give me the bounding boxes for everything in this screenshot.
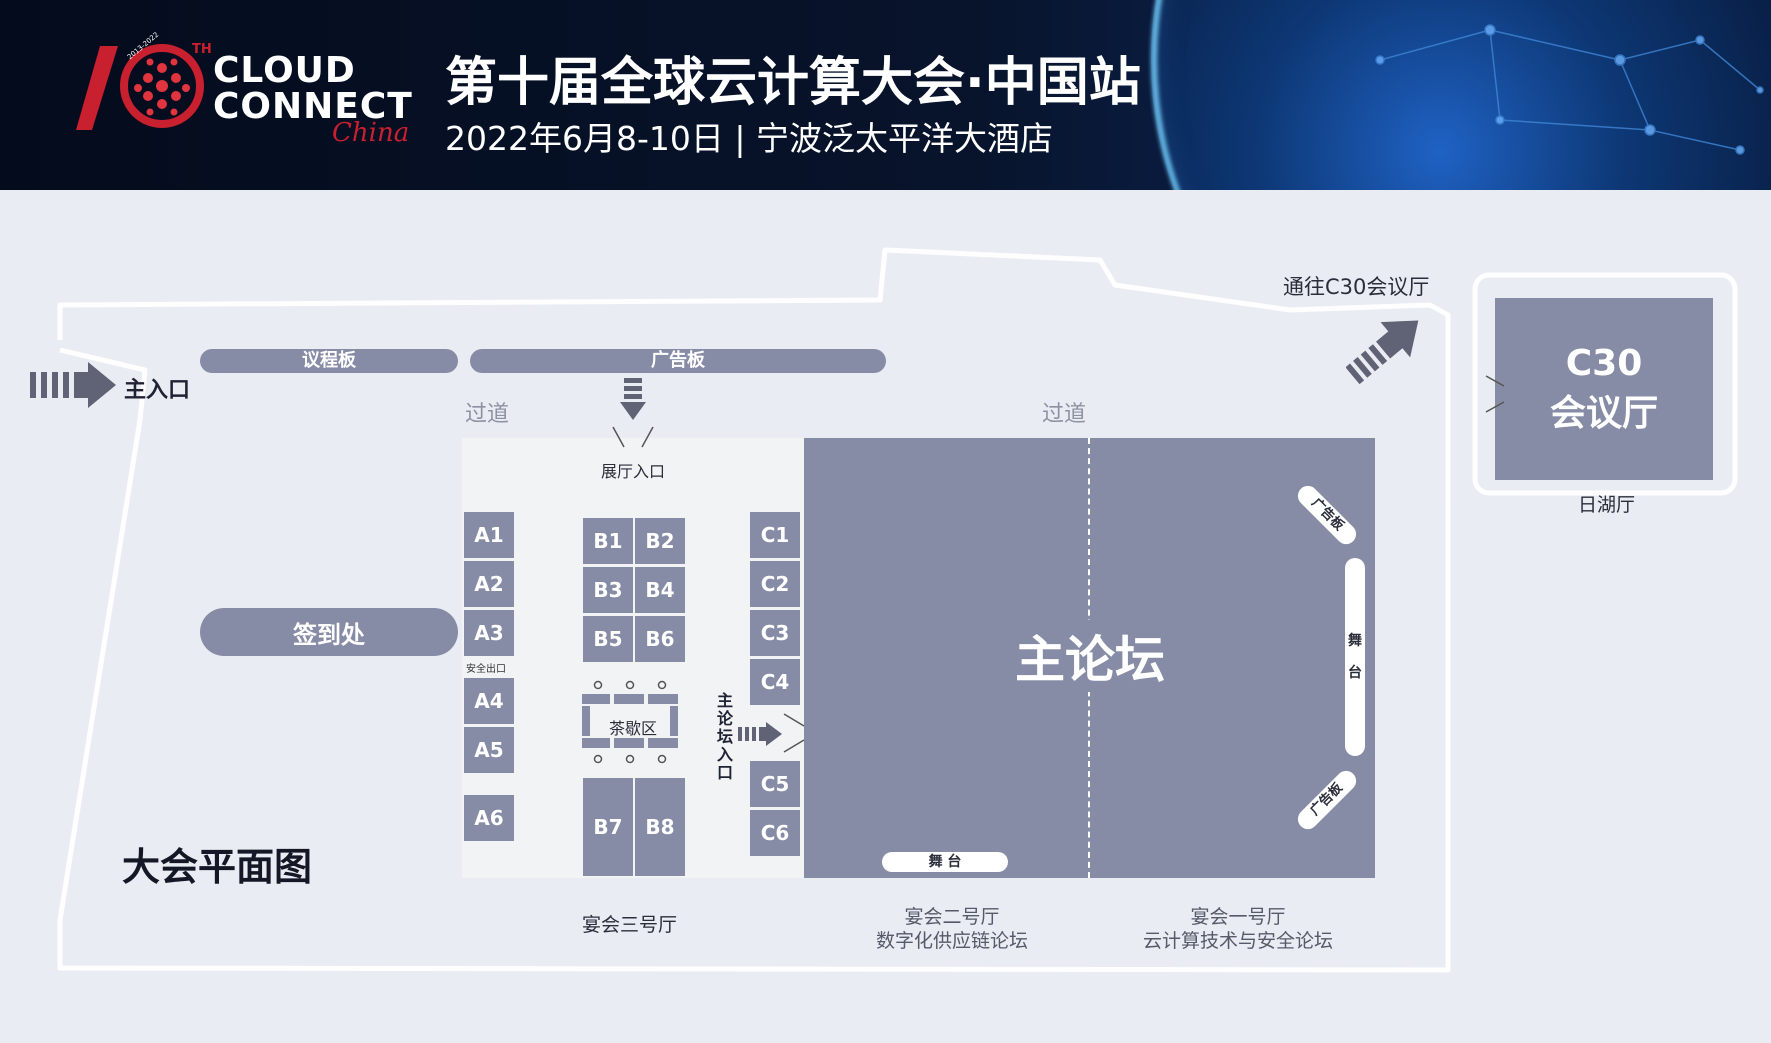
rihu-hall-label: 日湖厅 xyxy=(1578,494,1636,516)
tenth-logo-icon xyxy=(76,44,204,130)
stage-right: 舞台 xyxy=(1345,558,1365,756)
booth-a6: A6 xyxy=(464,795,514,841)
aisle-label-left: 过道 xyxy=(465,402,510,427)
header-banner: 2013-2022 TH CLOUD CONNECT China 第十届全球云计… xyxy=(0,0,1771,190)
hall-3-label: 宴会三号厅 xyxy=(582,914,678,936)
booth-b7: B7 xyxy=(583,778,633,876)
c30-label: C30 xyxy=(1565,342,1643,384)
venue-outline xyxy=(57,247,1738,973)
booth-c3: C3 xyxy=(750,610,800,656)
tea-area-label: 茶歇区 xyxy=(609,719,658,738)
c30-door-icon xyxy=(1485,375,1505,413)
hall-1-label: 宴会一号厅 xyxy=(1190,906,1286,928)
booth-b8: B8 xyxy=(635,778,685,876)
conference-title: 第十届全球云计算大会·中国站 xyxy=(445,53,1141,113)
agenda-board: 议程板 xyxy=(200,349,458,373)
hall-entrance-label: 展厅入口 xyxy=(601,462,666,481)
logo-cloud-text: CLOUD xyxy=(213,50,356,91)
stage-bottom: 舞 台 xyxy=(882,852,1008,872)
hall-entrance-arrow-icon xyxy=(620,378,646,420)
booth-c5: C5 xyxy=(750,761,800,807)
to-c30-label: 通往C30会议厅 xyxy=(1283,275,1430,299)
booth-b3: B3 xyxy=(583,567,633,613)
aisle-label-right: 过道 xyxy=(1042,402,1087,427)
logo-china-text: China xyxy=(332,118,410,148)
forum-entrance-label: 主论坛入口 xyxy=(716,691,733,782)
booth-b5: B5 xyxy=(583,616,633,662)
map-title: 大会平面图 xyxy=(122,845,313,889)
booth-c1: C1 xyxy=(750,512,800,558)
hall-door-icon xyxy=(612,426,654,448)
main-forum-label: 主论坛 xyxy=(1010,620,1170,692)
booth-a4: A4 xyxy=(464,678,514,724)
booth-a5: A5 xyxy=(464,727,514,773)
hall-3-area xyxy=(462,438,804,878)
hall-1-forum-label: 云计算技术与安全论坛 xyxy=(1142,930,1333,952)
forum-door-icon xyxy=(783,713,805,753)
main-entrance-label: 主入口 xyxy=(124,378,191,403)
globe-rim-glow xyxy=(1151,0,1771,190)
forum-entrance-arrow-icon xyxy=(738,722,782,746)
booth-a1: A1 xyxy=(464,512,514,558)
booth-c6: C6 xyxy=(750,810,800,856)
logo-th: TH xyxy=(192,42,212,57)
booth-a2: A2 xyxy=(464,561,514,607)
booth-a3: A3 xyxy=(464,610,514,656)
tea-area-tables-icon xyxy=(582,680,678,764)
booth-b2: B2 xyxy=(635,518,685,564)
booth-b1: B1 xyxy=(583,518,633,564)
booth-c4: C4 xyxy=(750,659,800,705)
hall-2-forum-label: 数字化供应链论坛 xyxy=(875,930,1028,952)
logo-connect-text: CONNECT xyxy=(213,86,413,127)
booth-b6: B6 xyxy=(635,616,685,662)
c30-meeting-room-label: 会议厅 xyxy=(1549,392,1658,434)
c30-meeting-room: C30 会议厅 xyxy=(1495,298,1713,480)
to-c30-arrow-icon xyxy=(1346,320,1419,384)
main-entrance-arrow-icon xyxy=(30,362,116,408)
network-lines-graphic xyxy=(1375,24,1764,155)
safety-exit-label: 安全出口 xyxy=(466,664,506,675)
booth-c2: C2 xyxy=(750,561,800,607)
ad-board-top: 广告板 xyxy=(470,349,886,373)
booth-b4: B4 xyxy=(635,567,685,613)
checkin-desk: 签到处 xyxy=(200,608,458,656)
conference-date-venue: 2022年6月8-10日 | 宁波泛太平洋大酒店 xyxy=(445,119,1053,158)
hall-2-label: 宴会二号厅 xyxy=(904,906,1000,928)
